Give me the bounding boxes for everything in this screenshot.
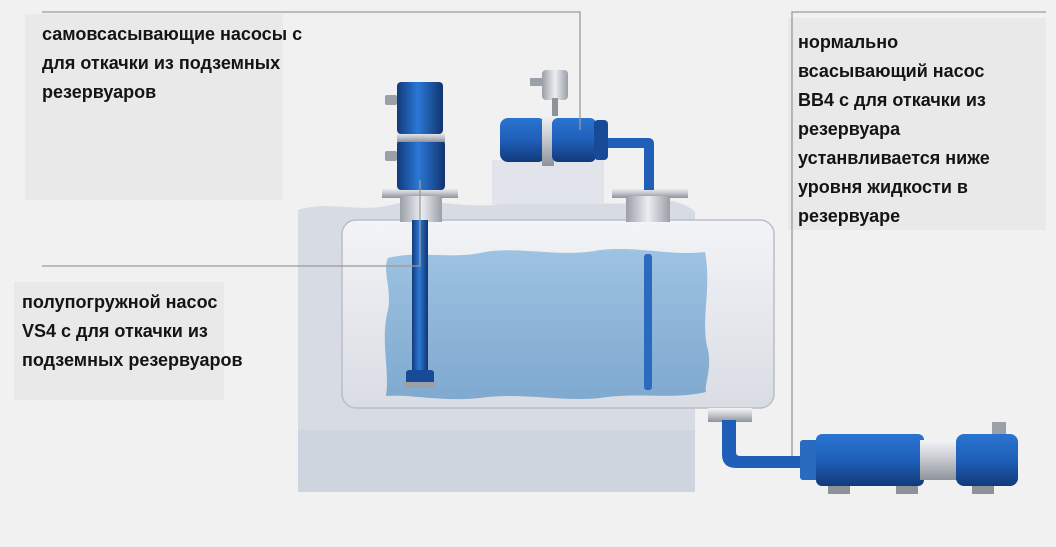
- leader-semi-submersible: [42, 180, 421, 267]
- horizontal-pump-icon: [500, 70, 688, 222]
- label-panel-semi-submersible: [14, 282, 224, 400]
- label-normal-suction-pump: нормально всасывающий насос BB4 с для от…: [798, 32, 990, 226]
- label-panel-self-priming: [25, 14, 283, 200]
- label-semi-submersible-pump: полупогружной насос VS4 с для откачки из…: [22, 292, 243, 370]
- tank-liquid: [384, 249, 710, 400]
- label-panel-normal-suction: [788, 18, 1046, 230]
- leader-normal-suction: [791, 11, 1046, 456]
- label-self-priming-pumps: самовсасывающие насосы с для откачки из …: [42, 24, 303, 102]
- leader-self-priming: [42, 11, 581, 130]
- tank: [341, 219, 775, 409]
- ground-pump-icon: [708, 408, 1018, 494]
- suction-pipe-right: [644, 254, 652, 390]
- leader-lines: [42, 11, 1046, 456]
